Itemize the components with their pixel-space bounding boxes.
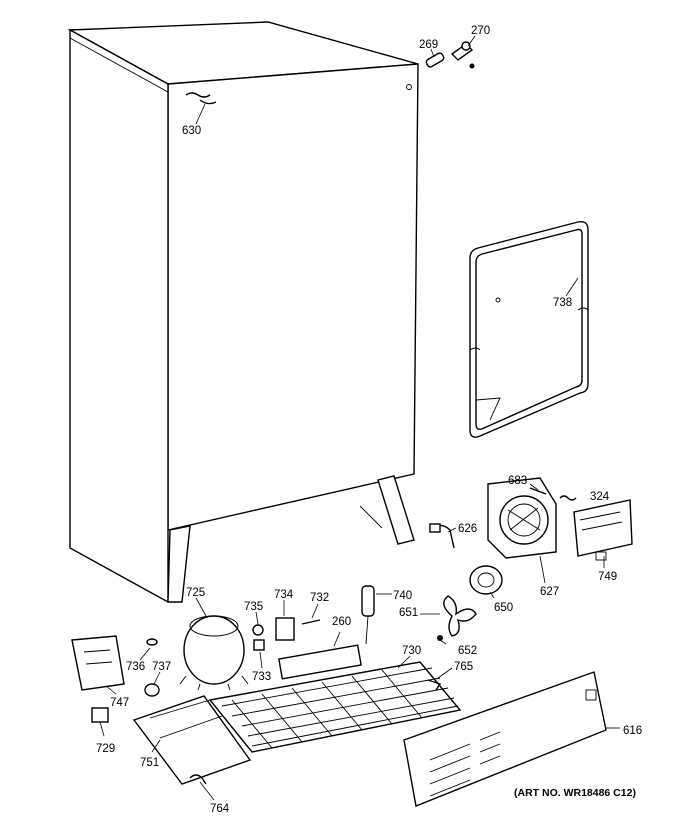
part-626-harness <box>429 523 457 549</box>
callout-626: 626 <box>458 523 477 535</box>
callout-616: 616 <box>623 725 642 737</box>
callout-627: 627 <box>540 586 559 598</box>
part-725-compressor <box>179 597 249 691</box>
part-729 <box>91 707 109 737</box>
callout-683: 683 <box>508 475 527 487</box>
callout-738: 738 <box>553 297 572 309</box>
part-734-relay <box>275 600 321 641</box>
callout-650: 650 <box>494 602 513 614</box>
callout-764: 764 <box>210 803 230 815</box>
callout-765: 765 <box>454 661 473 673</box>
part-616-back-cover <box>403 671 620 807</box>
callout-751: 751 <box>140 757 159 769</box>
part-736-737 <box>139 638 161 697</box>
part-730-condenser <box>208 644 462 753</box>
callout-732: 732 <box>310 592 329 604</box>
part-650-motor <box>469 565 503 599</box>
part-627-fan-shroud <box>487 477 557 584</box>
part-747-cover <box>71 635 125 695</box>
part-630-clip <box>185 92 217 125</box>
part-651-fan-blade <box>420 595 477 645</box>
callout-749: 749 <box>598 571 617 583</box>
part-738-frame <box>469 220 589 438</box>
callout-729: 729 <box>96 743 115 755</box>
callout-740: 740 <box>393 590 412 602</box>
part-749-board <box>573 499 633 568</box>
part-735-733 <box>252 611 265 669</box>
callout-737: 737 <box>152 661 171 673</box>
part-751-drain-pan <box>132 695 252 785</box>
callout-747: 747 <box>110 697 129 709</box>
callout-651: 651 <box>399 607 418 619</box>
callout-736: 736 <box>126 661 145 673</box>
callout-324: 324 <box>590 491 610 503</box>
callout-260: 260 <box>332 616 351 628</box>
callout-270: 270 <box>471 25 490 37</box>
callout-733: 733 <box>252 671 271 683</box>
callout-725: 725 <box>186 587 205 599</box>
callout-630: 630 <box>182 125 201 137</box>
cabinet <box>67 21 419 604</box>
callout-652: 652 <box>458 645 477 657</box>
part-740-drier <box>333 585 392 647</box>
callout-735: 735 <box>244 601 263 613</box>
part-683-324 <box>529 483 577 501</box>
part-764 <box>189 774 215 801</box>
art-number: (ART NO. WR18486 C12) <box>514 787 636 799</box>
part-765-clip <box>427 667 453 691</box>
part-269-270 <box>425 35 476 69</box>
callout-269: 269 <box>419 39 438 51</box>
callout-734: 734 <box>274 589 294 601</box>
callout-730: 730 <box>402 645 421 657</box>
